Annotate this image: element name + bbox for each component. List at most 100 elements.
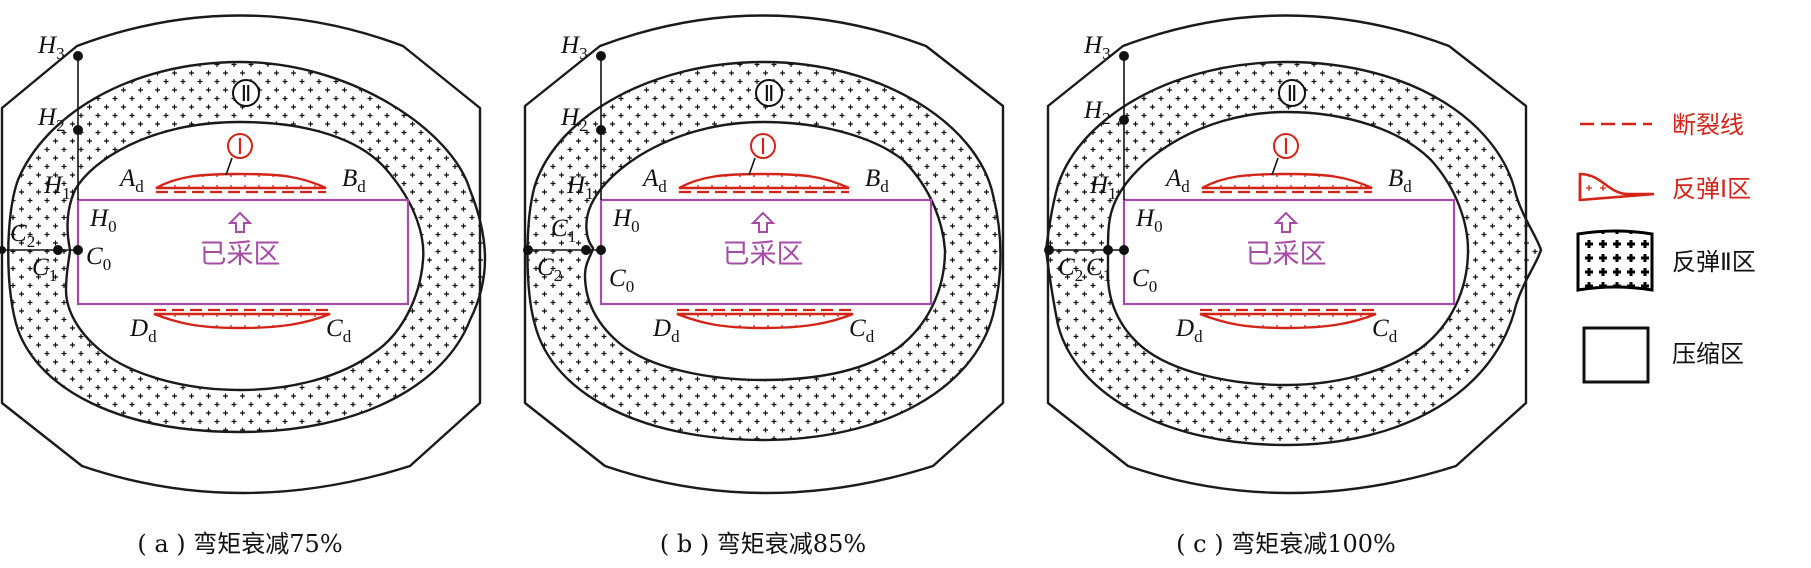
label-cd: Cd — [1372, 315, 1398, 346]
up-arrow-icon — [750, 211, 776, 233]
goaf-label: 已采区 — [723, 239, 804, 270]
rebound-zone-2 — [7, 60, 487, 434]
zone-2-label: Ⅱ — [764, 81, 775, 106]
legend-item-fracture: 断裂线 — [1580, 111, 1744, 139]
rebound-zone-1-top — [678, 172, 850, 190]
rebound-2-icon — [1576, 229, 1654, 292]
rebound-zone-1-bottom — [676, 312, 854, 330]
label-c1: C1 — [32, 254, 57, 285]
label-bd: Bd — [342, 165, 366, 196]
label-dd: Dd — [652, 315, 680, 346]
label-h3: H3 — [37, 32, 65, 63]
goaf-label: 已采区 — [1246, 239, 1327, 270]
label-c1: C1 — [551, 215, 576, 246]
label-c0: C0 — [609, 265, 634, 296]
label-c2: C2 — [537, 254, 562, 285]
label-h1: H1 — [1089, 172, 1117, 203]
zone-1-circle — [227, 133, 253, 159]
rebound-zone-1-top — [1201, 172, 1373, 190]
label-ad: Ad — [1164, 165, 1190, 196]
label-h3: H3 — [560, 32, 588, 63]
point-c2 — [523, 245, 533, 255]
label-h2: H2 — [560, 104, 588, 135]
label-h2: H2 — [37, 104, 65, 135]
point-c1 — [1103, 245, 1113, 255]
point-c2 — [1044, 245, 1054, 255]
legend-fracture-label: 断裂线 — [1672, 111, 1744, 139]
label-h3: H3 — [1083, 32, 1111, 63]
label-c0: C0 — [1132, 265, 1157, 296]
label-c0: C0 — [86, 243, 111, 274]
label-h0: H0 — [89, 205, 117, 236]
point-c0 — [596, 245, 606, 255]
label-ad: Ad — [118, 165, 144, 196]
point-h3 — [596, 51, 606, 61]
label-h2: H2 — [1083, 97, 1111, 128]
outer-boundary — [523, 14, 1005, 495]
caption-c: ( c ) 弯矩衰减100% — [1176, 530, 1396, 558]
panel-a: Ⅰ Ⅱ 已采区 H3 H2 H1 H0 C2 C1 C0 Ad Bd Dd Cd… — [0, 14, 487, 558]
legend-rebound-2-label: 反弹Ⅱ区 — [1672, 248, 1756, 276]
panel-b: Ⅰ Ⅱ 已采区 H3 H2 H1 H0 C1 C2 C0 Ad Bd Dd Cd… — [523, 14, 1005, 558]
point-h2 — [596, 125, 606, 135]
caption-b: ( b ) 弯矩衰减85% — [660, 530, 866, 558]
point-c1 — [53, 245, 63, 255]
panel-c: Ⅰ Ⅱ 已采区 H3 H2 H1 H0 C2 C1 C0 Ad Bd Dd Cd… — [1044, 14, 1543, 558]
label-cd: Cd — [326, 315, 352, 346]
up-arrow-icon — [1273, 211, 1299, 233]
point-h2 — [73, 125, 83, 135]
legend-item-rebound-1: 反弹Ⅰ区 — [1578, 172, 1751, 203]
label-bd: Bd — [1388, 165, 1412, 196]
point-c2 — [0, 246, 6, 254]
outer-boundary — [0, 14, 482, 495]
up-arrow-icon — [227, 211, 253, 233]
rebound-zone-2 — [526, 60, 1002, 442]
zone-1-leader — [748, 157, 756, 176]
label-h0: H0 — [1135, 205, 1163, 236]
label-bd: Bd — [865, 165, 889, 196]
label-ad: Ad — [641, 165, 667, 196]
legend-item-rebound-2: 反弹Ⅱ区 — [1576, 229, 1756, 292]
point-c1 — [581, 245, 591, 255]
caption-a: ( a ) 弯矩衰减75% — [137, 530, 342, 558]
zone-1-label: Ⅰ — [760, 134, 767, 159]
point-h3 — [1119, 51, 1129, 61]
zone-2-label: Ⅱ — [241, 81, 252, 106]
label-c2: C2 — [1058, 254, 1083, 285]
zone-2-circle — [232, 79, 260, 107]
zone-2-circle — [755, 79, 783, 107]
label-c2: C2 — [10, 220, 35, 251]
rebound-zone-2 — [1044, 60, 1543, 447]
legend: 断裂线 反弹Ⅰ区 反弹Ⅱ区 压缩区 — [1576, 111, 1756, 384]
point-c0 — [73, 245, 83, 255]
rebound-zone-1-bottom — [153, 312, 331, 330]
point-h2 — [1119, 115, 1129, 125]
zone-1-leader — [1271, 157, 1279, 176]
label-h1: H1 — [43, 172, 71, 203]
label-dd: Dd — [129, 315, 157, 346]
legend-compression-label: 压缩区 — [1672, 340, 1744, 368]
zone-1-circle — [1273, 133, 1299, 159]
rebound-zone-1-top — [155, 172, 327, 190]
outer-boundary — [1046, 14, 1528, 495]
label-c1: C1 — [1086, 254, 1111, 285]
zone-2-label: Ⅱ — [1287, 81, 1298, 106]
compression-icon — [1582, 326, 1650, 384]
zone-1-circle — [750, 133, 776, 159]
point-h3 — [73, 51, 83, 61]
zone-2-circle — [1278, 79, 1306, 107]
rebound-zone-1-bottom — [1199, 312, 1377, 330]
zone-1-label: Ⅰ — [237, 134, 244, 159]
label-h0: H0 — [612, 205, 640, 236]
point-c0 — [1119, 245, 1129, 255]
zone-1-leader — [225, 157, 233, 176]
legend-rebound-1-label: 反弹Ⅰ区 — [1672, 175, 1751, 203]
zone-1-label: Ⅰ — [1283, 134, 1290, 159]
label-dd: Dd — [1175, 315, 1203, 346]
label-h1: H1 — [566, 172, 594, 203]
legend-item-compression: 压缩区 — [1582, 326, 1744, 384]
goaf-label: 已采区 — [200, 239, 281, 270]
rebound-1-icon — [1578, 172, 1655, 202]
label-cd: Cd — [849, 315, 875, 346]
